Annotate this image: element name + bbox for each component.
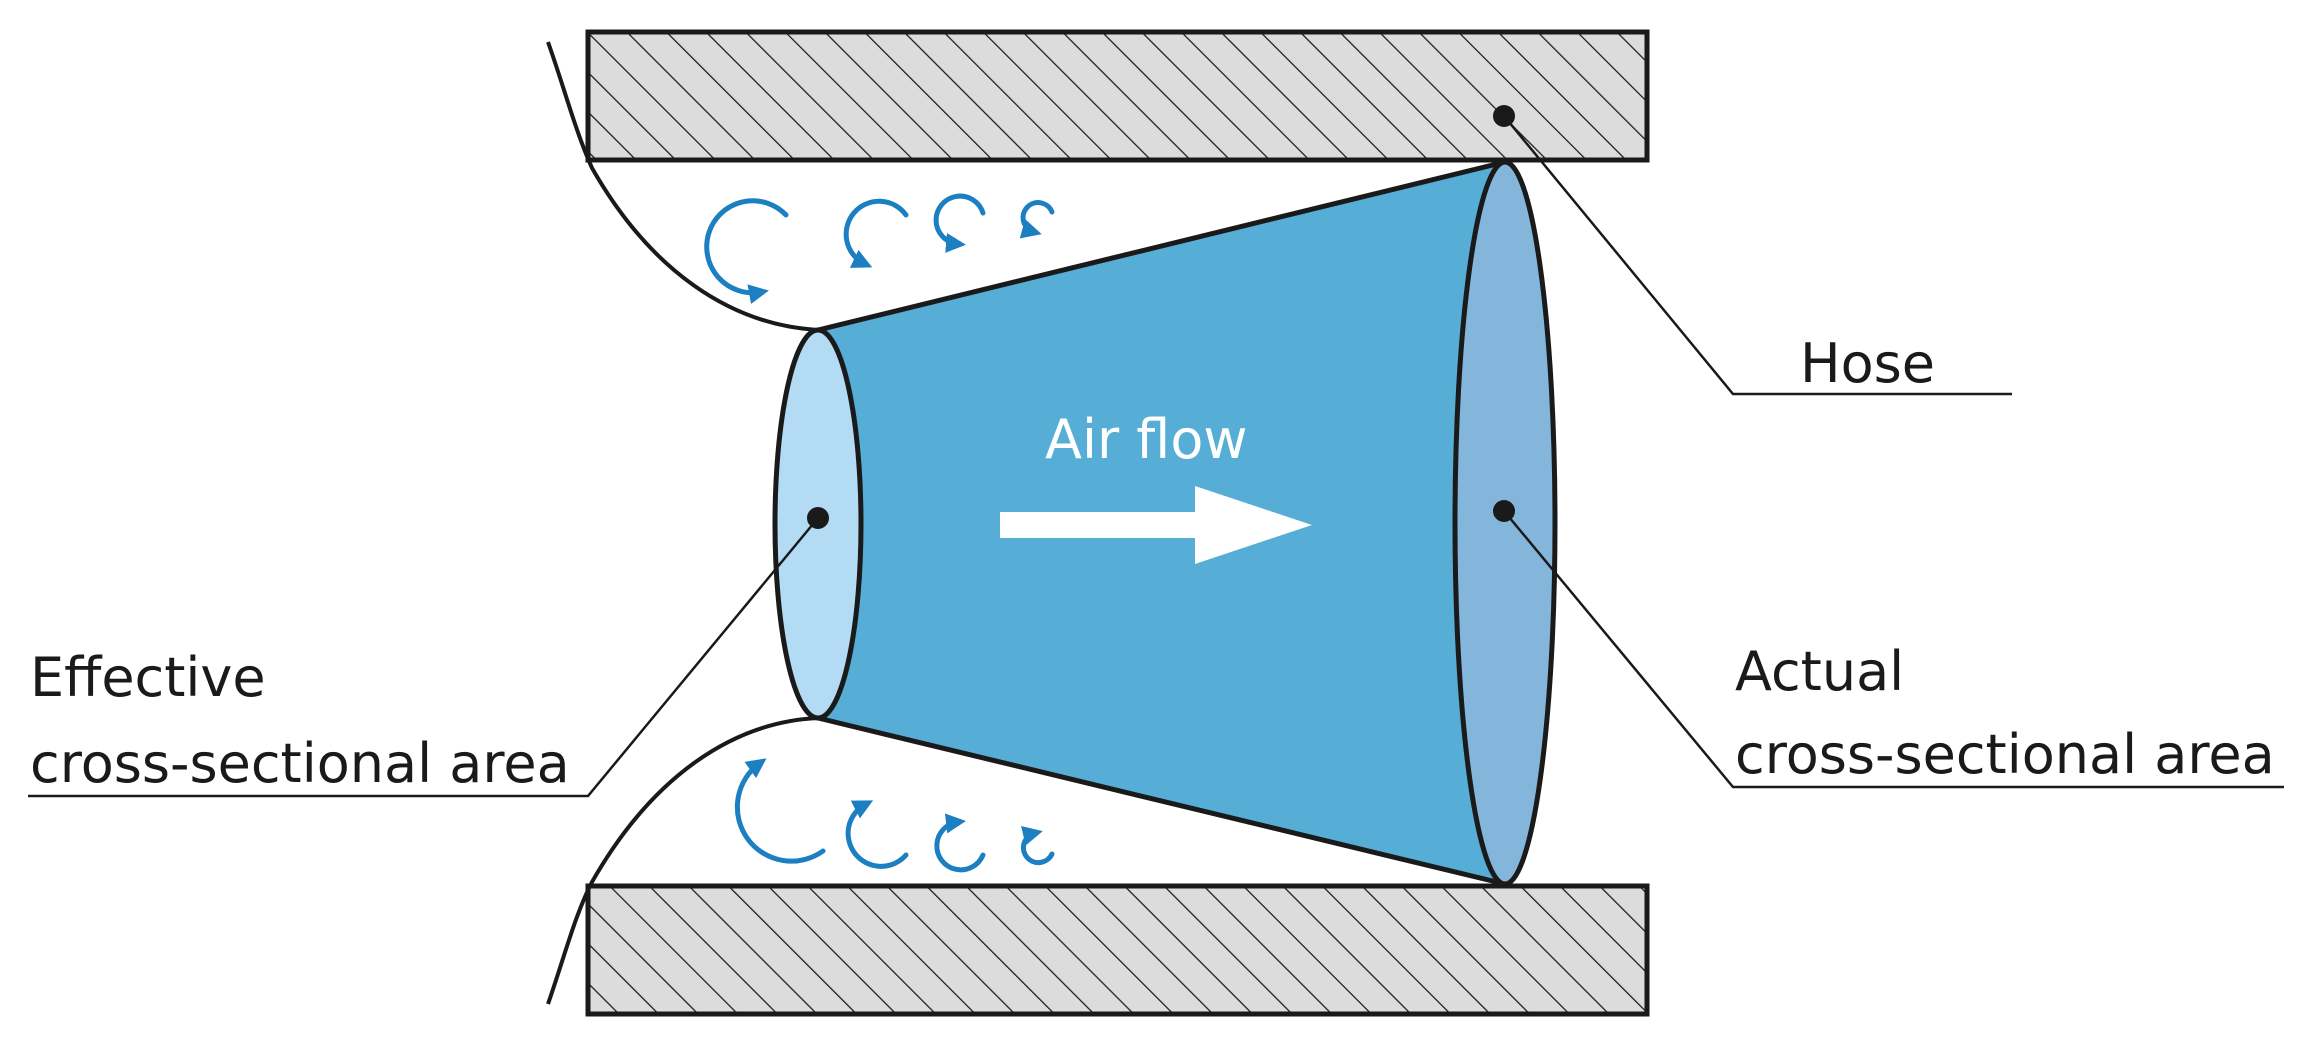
effective-area-label-line1: Effective [30,646,266,709]
hose-wall-bottom [585,883,1650,1017]
inlet-curve-bottom [546,716,819,1005]
actual-area-ellipse [1452,159,1558,887]
eddy-icon [1019,200,1055,239]
effective-leader [28,507,829,798]
eddy-icon [934,813,986,873]
actual-leader [1493,500,2284,789]
actual-area-label-line1: Actual [1735,640,1904,703]
hose-label: Hose [1800,332,1935,395]
eddies-top [704,193,1055,304]
air-flow-arrow [1000,486,1312,564]
eddies-bottom [734,758,1055,873]
inlet-curve-top [546,41,819,332]
eddy-icon [843,198,909,268]
eddy-icon [734,758,826,864]
hose-leader [1493,105,2012,396]
eddy-icon [1020,826,1055,866]
hose-wall-top [585,29,1650,163]
eddy-icon [845,800,909,869]
actual-area-label-line2: cross-sectional area [1735,723,2275,786]
effective-area-label-line2: cross-sectional area [30,732,570,795]
air-flow-label: Air flow [1045,408,1248,471]
eddy-icon [704,198,789,304]
eddy-icon [933,193,986,253]
